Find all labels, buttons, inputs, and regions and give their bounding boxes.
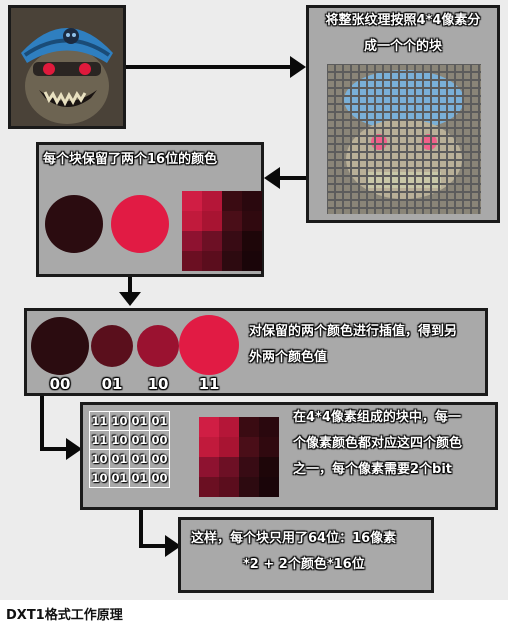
block-pixel xyxy=(182,191,202,211)
kept-colors-panel: 每个块保留了两个16位的颜色 xyxy=(36,142,264,277)
interpolate-text-line-1: 对保留的两个颜色进行插值，得到另 xyxy=(249,324,458,339)
index-cell: 11 xyxy=(89,430,110,450)
index-cell: 00 xyxy=(149,468,170,488)
connector-sprite-to-grid xyxy=(124,65,294,69)
index-cell: 10 xyxy=(109,411,130,431)
block-pixel xyxy=(222,211,242,231)
block-pixel xyxy=(242,231,262,251)
index-cell: 00 xyxy=(149,430,170,450)
index-cell: 10 xyxy=(89,449,110,469)
block-pixel xyxy=(199,417,219,437)
index-cell: 10 xyxy=(89,468,110,488)
index-text-line-3: 之一，每个像素需要2个bit xyxy=(293,462,453,477)
block-pixel xyxy=(239,457,259,477)
connector-colors-to-interp xyxy=(128,275,132,297)
block-pixel xyxy=(219,457,239,477)
block-pixel xyxy=(259,477,279,497)
block-pixel xyxy=(242,251,262,271)
index-text-line-2: 个像素颜色都对应这四个颜色 xyxy=(293,436,463,451)
connector-interp-to-index-h xyxy=(40,447,68,451)
block-pixel xyxy=(202,231,222,251)
interp-color-00-swatch xyxy=(31,317,89,375)
block-pixel xyxy=(202,191,222,211)
index-cell: 10 xyxy=(109,430,130,450)
split-text-line-2: 成一个个的块 xyxy=(363,39,442,54)
block-pixel xyxy=(219,437,239,457)
diagram-canvas: 将整张纹理按照4*4像素分 成一个个的块 每个块保留了两个16位的颜色 00 xyxy=(0,0,508,600)
pixelated-goblin-icon xyxy=(327,64,481,214)
palette-label-01: 01 xyxy=(101,375,123,393)
index-cell: 01 xyxy=(129,411,150,431)
keep-colors-text: 每个块保留了两个16位的颜色 xyxy=(43,152,218,167)
arrow-right-icon xyxy=(66,438,82,460)
block-pixel xyxy=(259,457,279,477)
connector-index-to-summary-v xyxy=(139,510,143,548)
index-cell: 00 xyxy=(149,449,170,469)
block-pixel xyxy=(199,437,219,457)
connector-interp-to-index-v xyxy=(40,395,44,451)
block-pixel xyxy=(239,437,259,457)
block-pixel xyxy=(219,417,239,437)
interpolate-text-line-2: 外两个颜色值 xyxy=(249,350,328,365)
index-cell: 01 xyxy=(129,449,150,469)
sprite-panel xyxy=(8,5,126,129)
block-pixel xyxy=(239,417,259,437)
figure-caption: DXT1格式工作原理 xyxy=(6,608,123,623)
block-pixel xyxy=(202,251,222,271)
block-pixel xyxy=(242,211,262,231)
arrow-right-icon xyxy=(165,535,181,557)
block-pixel xyxy=(239,477,259,497)
block-pixel xyxy=(199,477,219,497)
pixel-grid-panel: 将整张纹理按照4*4像素分 成一个个的块 xyxy=(306,5,500,223)
arrow-right-icon xyxy=(290,56,306,78)
palette-label-10: 10 xyxy=(147,375,169,393)
block-pixel xyxy=(219,477,239,497)
palette-label-00: 00 xyxy=(49,375,71,393)
interp-color-01-swatch xyxy=(91,325,133,367)
arrow-down-icon xyxy=(119,292,141,306)
connector-index-to-summary-h xyxy=(139,544,167,548)
interp-color-10-swatch xyxy=(137,325,179,367)
block-pixel xyxy=(182,231,202,251)
kept-color-1-swatch xyxy=(111,195,169,253)
split-text-line-1: 将整张纹理按照4*4像素分 xyxy=(325,13,481,28)
goblin-character-icon xyxy=(11,8,123,126)
block-pixel xyxy=(222,191,242,211)
index-cell: 11 xyxy=(89,411,110,431)
block-pixel xyxy=(202,211,222,231)
connector-grid-to-colors xyxy=(278,176,308,180)
index-cell: 01 xyxy=(129,430,150,450)
block-pixel xyxy=(182,211,202,231)
summary-text-line-1: 这样，每个块只用了64位：16像素 xyxy=(191,531,397,546)
index-cell: 01 xyxy=(149,411,170,431)
block-pixel xyxy=(222,231,242,251)
block-pixel xyxy=(182,251,202,271)
index-text-line-1: 在4*4像素组成的块中，每一 xyxy=(293,410,461,425)
color-block-swatch xyxy=(182,191,262,271)
kept-color-0-swatch xyxy=(45,195,103,253)
summary-text-line-2: *2 + 2个颜色*16位 xyxy=(243,557,365,572)
block-pixel xyxy=(242,191,262,211)
block-pixel xyxy=(259,437,279,457)
summary-panel: 这样，每个块只用了64位：16像素 *2 + 2个颜色*16位 xyxy=(178,517,434,593)
arrow-left-icon xyxy=(264,167,280,189)
block-pixel xyxy=(259,417,279,437)
index-cell: 01 xyxy=(109,468,130,488)
interpolated-colors-panel: 00 01 10 11 对保留的两个颜色进行插值，得到另 外两个颜色值 xyxy=(24,308,488,396)
palette-label-11: 11 xyxy=(198,375,220,393)
block-pixel xyxy=(222,251,242,271)
block-pixel xyxy=(199,457,219,477)
index-cell: 01 xyxy=(129,468,150,488)
interp-color-11-swatch xyxy=(179,315,239,375)
index-cell: 01 xyxy=(109,449,130,469)
color-block-swatch xyxy=(199,417,279,497)
